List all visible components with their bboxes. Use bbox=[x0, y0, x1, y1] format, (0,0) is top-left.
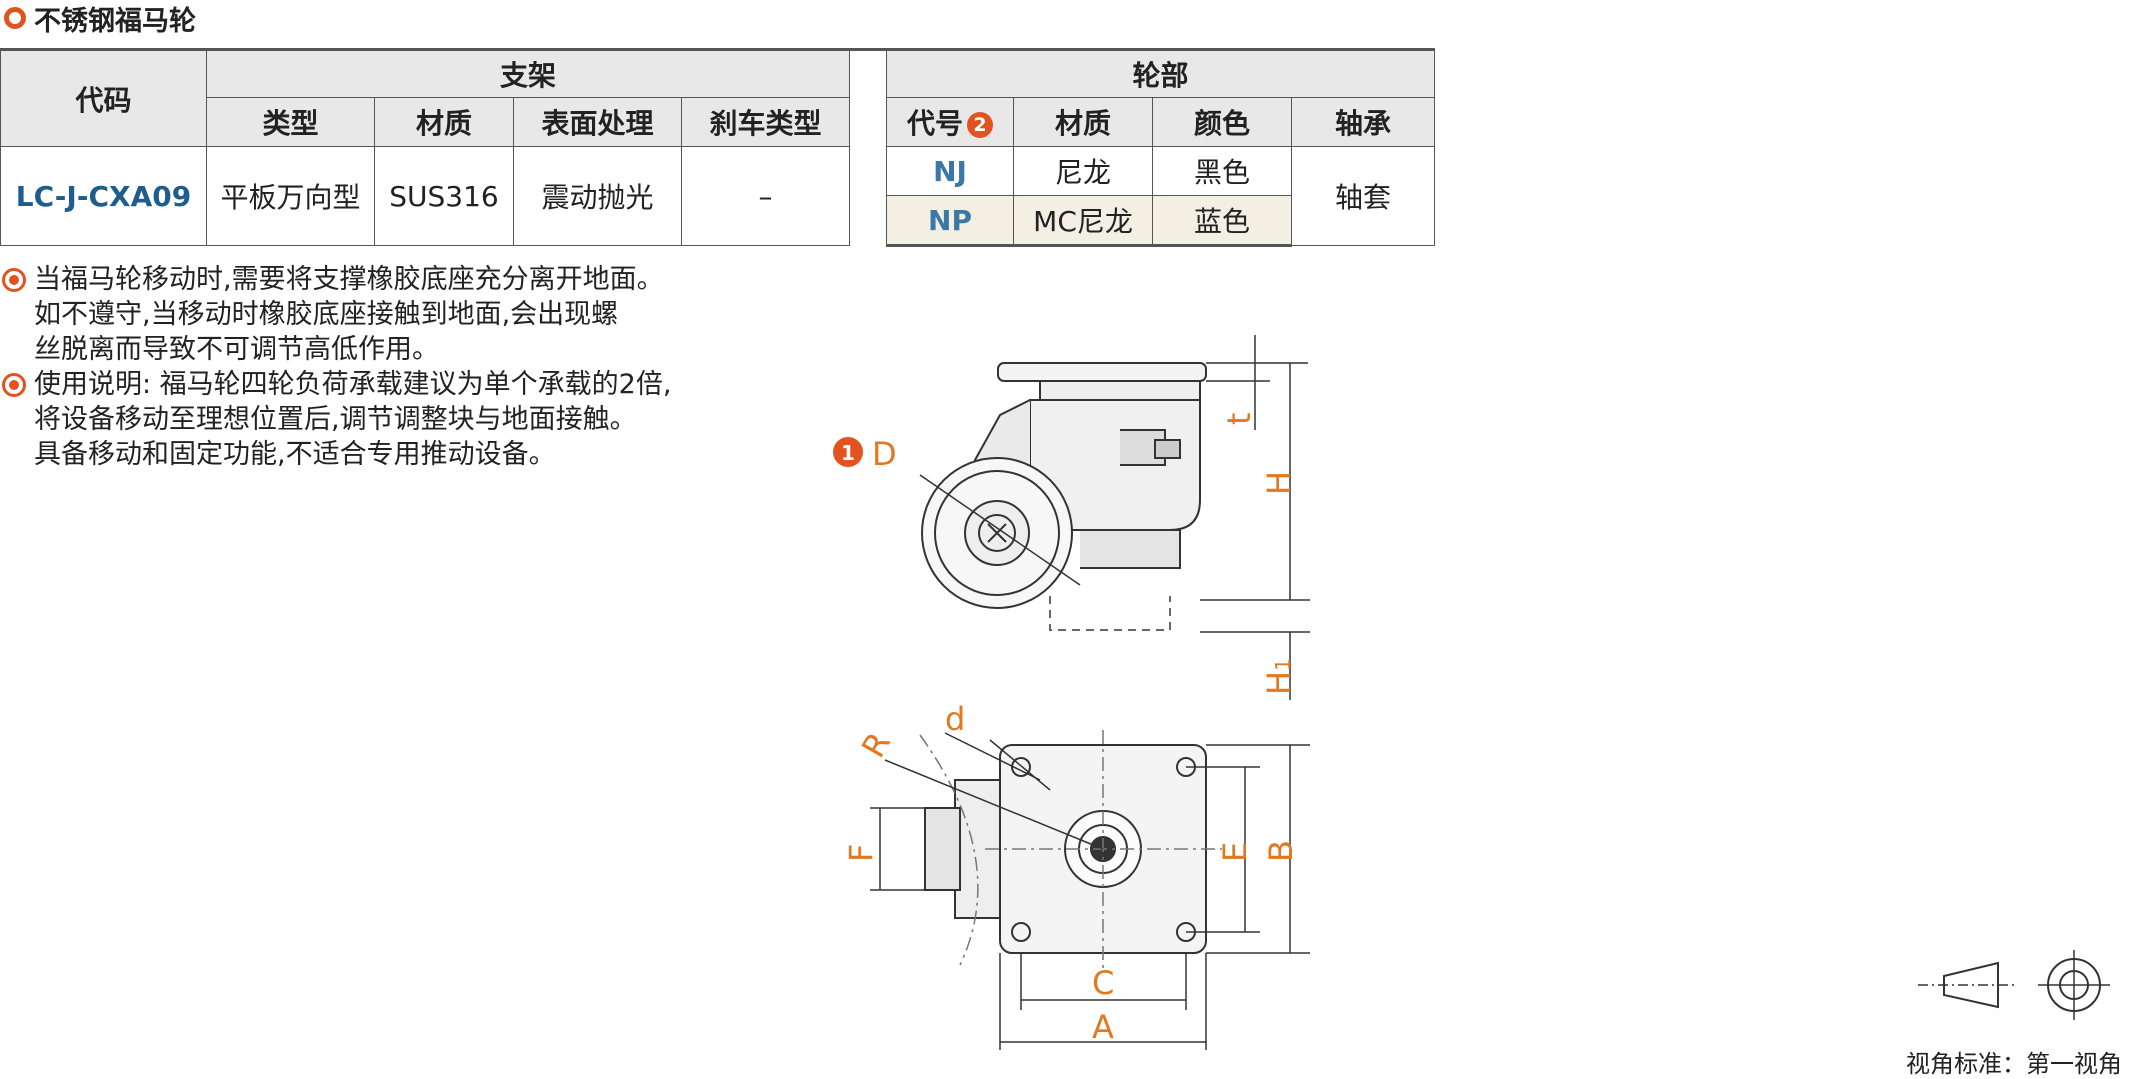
cell-bearing: 轴套 bbox=[1291, 146, 1436, 246]
header-wheel-color: 颜色 bbox=[1152, 97, 1293, 147]
label-r: R bbox=[854, 726, 898, 764]
view-standard: 视角标准：第一视角 bbox=[1906, 1050, 2122, 1078]
label-f: F bbox=[842, 844, 880, 862]
header-bracket-group: 支架 bbox=[205, 48, 851, 98]
ring-bullet-icon bbox=[4, 7, 26, 29]
label-e: E bbox=[1216, 842, 1254, 862]
dot-bullet-icon bbox=[2, 268, 26, 292]
column-separator bbox=[849, 48, 888, 147]
header-brake: 刹车类型 bbox=[680, 97, 851, 147]
cell-wheel-material: 尼龙 bbox=[1013, 146, 1154, 196]
plan-view bbox=[924, 744, 1207, 954]
cell-type: 平板万向型 bbox=[206, 146, 375, 246]
note-line: 使用说明: 福马轮四轮负荷承载建议为单个承载的2倍, bbox=[34, 369, 672, 400]
number-badge-1-text: 1 bbox=[841, 441, 855, 465]
header-surface: 表面处理 bbox=[513, 97, 682, 147]
cell-wheel-code: NP bbox=[886, 195, 1015, 247]
header-wheel-material: 材质 bbox=[1013, 97, 1154, 147]
label-d-diameter: D bbox=[872, 435, 897, 473]
label-a: A bbox=[1092, 1008, 1114, 1046]
cell-material: SUS316 bbox=[374, 146, 514, 246]
adjusted-base-outline bbox=[1049, 596, 1171, 631]
cell-wheel-color: 黑色 bbox=[1152, 146, 1293, 196]
note-item: 使用说明: 福马轮四轮负荷承载建议为单个承载的2倍, 将设备移动至理想位置后,调… bbox=[0, 367, 671, 472]
label-h1: H1 bbox=[1260, 658, 1298, 695]
notes: 当福马轮移动时,需要将支撑橡胶底座充分离开地面。 如不遵守,当移动时橡胶底座接触… bbox=[0, 262, 671, 472]
label-b: B bbox=[1262, 840, 1300, 862]
number-badge-2: 2 bbox=[967, 112, 994, 138]
header-code: 代码 bbox=[0, 48, 207, 147]
note-line: 当福马轮移动时,需要将支撑橡胶底座充分离开地面。 bbox=[34, 264, 664, 295]
note-line: 将设备移动至理想位置后,调节调整块与地面接触。 bbox=[34, 404, 637, 435]
header-material: 材质 bbox=[374, 97, 514, 147]
label-h: H bbox=[1260, 471, 1298, 495]
cell-brake: – bbox=[680, 146, 851, 246]
side-view bbox=[921, 362, 1207, 609]
header-wheel-group: 轮部 bbox=[886, 48, 1436, 98]
cell-wheel-material: MC尼龙 bbox=[1013, 195, 1154, 247]
label-small-d: d bbox=[945, 700, 965, 738]
section-title-text: 不锈钢福马轮 bbox=[34, 5, 196, 37]
note-line: 如不遵守,当移动时橡胶底座接触到地面,会出现螺 bbox=[34, 299, 619, 330]
dot-bullet-icon bbox=[2, 373, 26, 397]
column-separator bbox=[849, 146, 888, 246]
cell-surface: 震动抛光 bbox=[513, 146, 682, 246]
number-badge-1 bbox=[833, 437, 863, 467]
cell-wheel-color: 蓝色 bbox=[1152, 195, 1293, 247]
note-line: 丝脱离而导致不可调节高低作用。 bbox=[34, 334, 439, 365]
label-c: C bbox=[1092, 964, 1114, 1002]
header-type: 类型 bbox=[206, 97, 375, 147]
label-t: t bbox=[1220, 412, 1258, 425]
cell-wheel-code: NJ bbox=[886, 146, 1015, 196]
note-item: 当福马轮移动时,需要将支撑橡胶底座充分离开地面。 如不遵守,当移动时橡胶底座接触… bbox=[0, 262, 671, 367]
cell-part-code: LC-J-CXA09 bbox=[0, 146, 207, 246]
section-title: 不锈钢福马轮 bbox=[4, 2, 196, 37]
note-line: 具备移动和固定功能,不适合专用推动设备。 bbox=[34, 439, 556, 470]
first-angle-projection-icon bbox=[1918, 950, 2110, 1020]
